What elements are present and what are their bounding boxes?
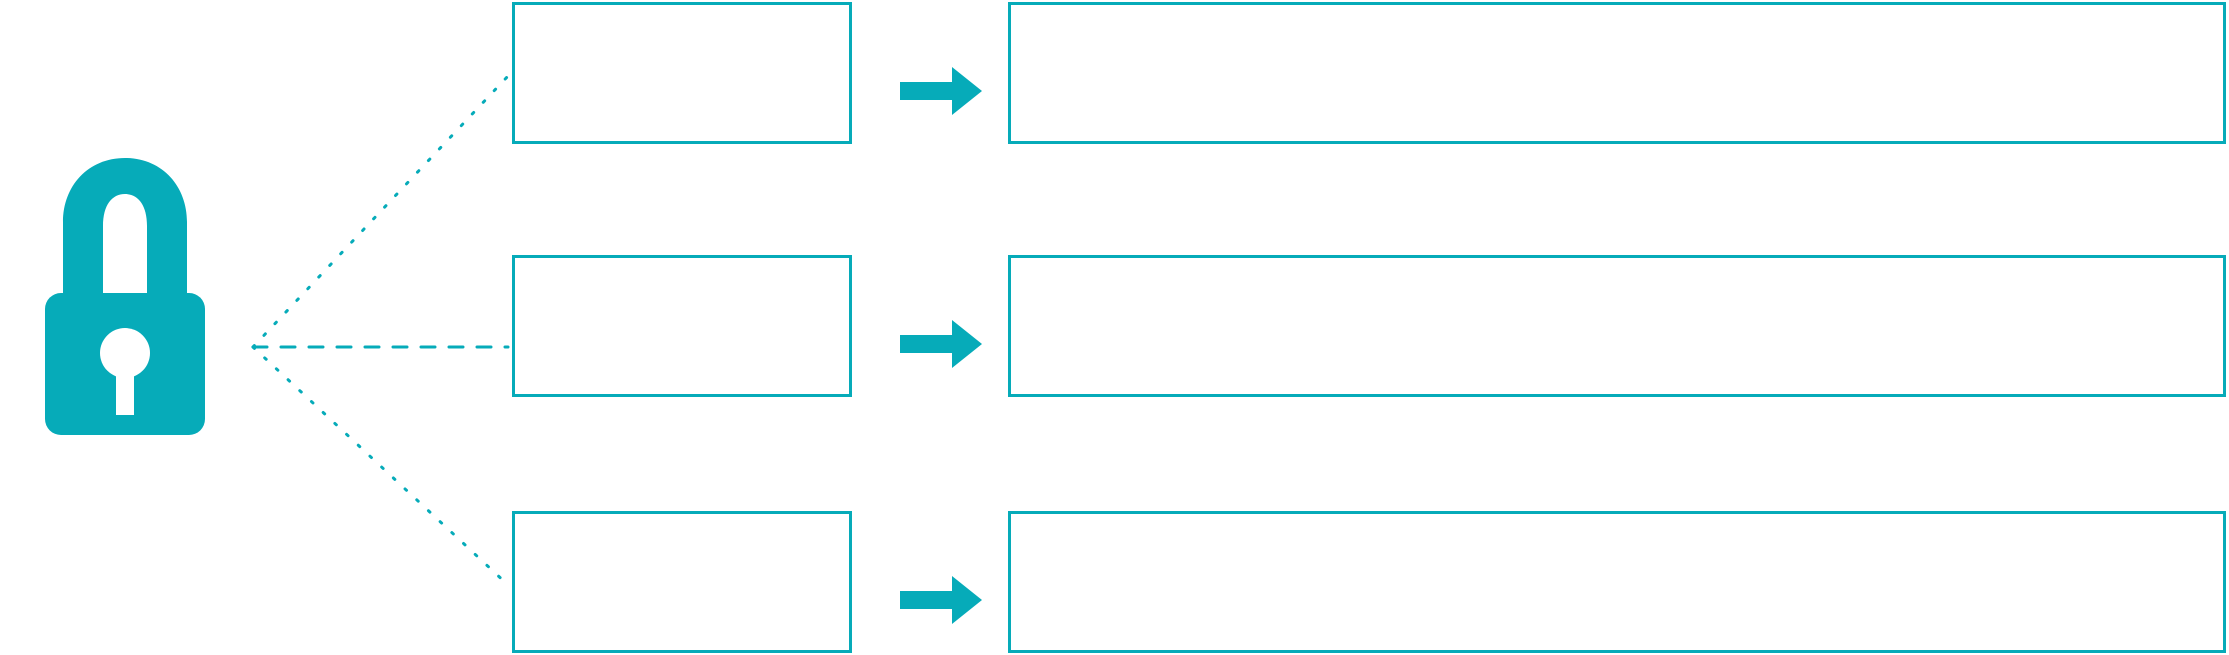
connector-line-bottom — [251, 345, 510, 587]
row-2-right-box[interactable] — [1008, 255, 2226, 397]
connector-line-top — [251, 74, 510, 349]
row-1-left-box[interactable] — [512, 2, 852, 144]
row-1-right-box[interactable] — [1008, 2, 2226, 144]
lock-icon — [30, 150, 220, 445]
row-2-left-box[interactable] — [512, 255, 852, 397]
arrow-right-icon — [900, 320, 982, 368]
row-3-left-box[interactable] — [512, 511, 852, 653]
arrow-right-icon — [900, 67, 982, 115]
arrow-right-icon — [900, 576, 982, 624]
row-3-right-box[interactable] — [1008, 511, 2226, 653]
